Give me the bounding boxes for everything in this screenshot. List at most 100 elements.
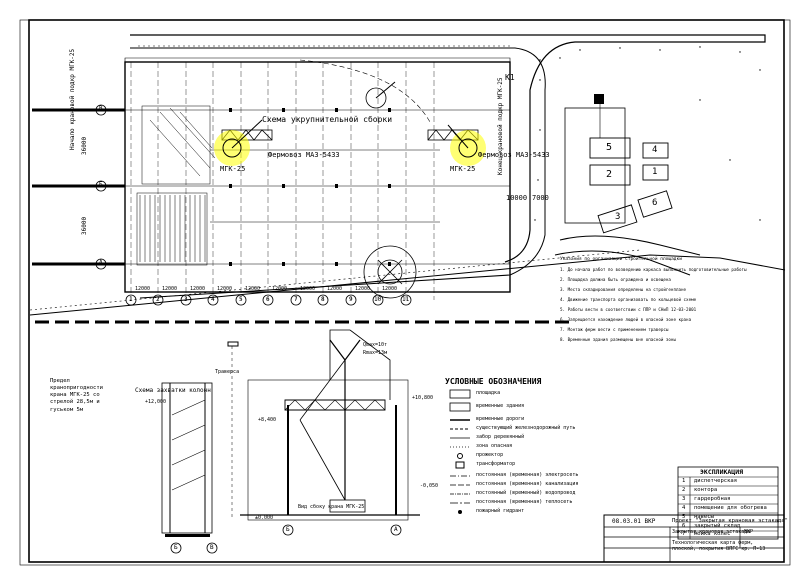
axis-letter-a: А: [99, 259, 103, 266]
truck-label-2: Фермовоз МАЗ-5433: [478, 151, 550, 159]
legend-item: забор деревянный: [476, 434, 525, 440]
crane-path-left: Начало крановой подкр МГК-25: [69, 48, 76, 150]
legend-item: временные здания: [476, 403, 525, 409]
explication-table: [677, 466, 779, 540]
explication-name: мойка колес: [694, 531, 731, 537]
bay-dim: 12000: [217, 286, 233, 292]
column-frame-section: [161, 382, 218, 554]
notes-line: 6. Запрещается нахождение людей в опасно…: [560, 317, 692, 322]
legend-item: временные дороги: [476, 416, 525, 422]
section-axis-b: Б: [286, 526, 290, 533]
crane-caption: Вид сбоку крана МГК-25: [298, 504, 365, 510]
section-axis-a: А: [394, 526, 398, 533]
elev-3: ±0.000: [255, 515, 274, 521]
explication-n: 5: [682, 514, 686, 520]
explication-n: 6: [682, 523, 686, 529]
frame-title: Схема захватки колонн: [135, 387, 211, 394]
legend-item: прожектор: [476, 452, 504, 458]
elev-2: +10,800: [412, 395, 434, 401]
notes-line: 1. До начала работ по возведению каркаса…: [560, 267, 747, 272]
bay-dim: 12000: [272, 286, 288, 292]
crane-positions: [214, 59, 486, 299]
explication-n: 2: [682, 487, 686, 493]
axis-number: 10: [374, 296, 382, 303]
page-frame: [19, 19, 791, 566]
crane-label-2: МГК-25: [450, 165, 476, 173]
notes-line: 2. Площадка должна быть ограждена и осве…: [560, 277, 671, 282]
crane-note-2: Rmax=13м: [363, 350, 388, 356]
elev-1: +12,000: [145, 399, 167, 405]
explication-n: 4: [682, 505, 686, 511]
explication-n: 3: [682, 496, 686, 502]
temporary-road: [29, 34, 786, 316]
axis-number: 5: [239, 296, 243, 303]
explication-name: контора: [694, 487, 718, 493]
bay-dim: 12000: [135, 286, 151, 292]
dim-left: 36000: [81, 216, 88, 235]
explication-name: гардеробная: [694, 496, 731, 502]
site-stipple: [534, 46, 761, 221]
sling-label: Траверса: [215, 369, 240, 375]
explication-n: 7: [682, 531, 686, 537]
crane-outline-top-left: [227, 341, 239, 520]
notes-line: 8. Временные здания размещены вне опасно…: [560, 337, 676, 342]
left-axis-v: В: [210, 544, 214, 551]
axis-bubbles-bottom: [125, 294, 412, 306]
building-1: 1: [652, 167, 658, 177]
legend-item: площадка: [476, 390, 501, 396]
axis-number: 6: [266, 296, 270, 303]
notes-heading: Указания по организации строительной пло…: [560, 257, 682, 262]
crane-path-right: Конец крановой подкр МГК-25: [497, 77, 504, 175]
bay-dim: 12000: [382, 286, 398, 292]
title-stage: ВКР: [744, 529, 754, 535]
crane-note-1: Qmax=10т: [363, 342, 388, 348]
legend-swatches: [449, 389, 471, 514]
axis-number: 1: [129, 296, 133, 303]
building-4: 4: [652, 145, 658, 155]
legend-item: постоянный (временный) водопровод: [476, 490, 576, 496]
left-note: Предел кранопригодности крана МГК-25 со …: [50, 378, 103, 413]
legend-item: зона опасная: [476, 443, 513, 449]
truss-erection-section: [240, 329, 420, 536]
axis-letter-b: Б: [99, 181, 103, 188]
assembly-note: Схема укрупнительной сборки: [262, 115, 393, 124]
bay-dim: 12000: [327, 286, 343, 292]
bay-dim: 12000: [190, 286, 206, 292]
axis-number: 4: [211, 296, 215, 303]
notes-line: 4. Движение транспорта организовать по к…: [560, 297, 697, 302]
k1-label: К1: [505, 73, 515, 82]
legend-item: постоянная (временная) канализация: [476, 481, 579, 487]
bay-dim: 12000: [162, 286, 178, 292]
building-3: 3: [615, 212, 621, 222]
title-code: 08.03.01 ВКР: [612, 518, 656, 525]
axis-bubbles-left: [95, 104, 107, 270]
explication-n: 1: [682, 478, 686, 484]
explication-title: ЭКСПЛИКАЦИЯ: [700, 468, 744, 476]
bay-dim: 12000: [245, 286, 261, 292]
elev-5: +8,400: [258, 417, 277, 423]
dim-top: 36000: [81, 136, 88, 155]
crane-label-1: МГК-25: [220, 165, 246, 173]
building-6: 6: [652, 198, 658, 208]
notes-line: 3. Места складирования определены на стр…: [560, 287, 687, 292]
axis-number: 9: [349, 296, 353, 303]
axis-letter-v: В: [99, 105, 103, 112]
bay-dim: 12000: [355, 286, 371, 292]
building-5: 5: [606, 142, 613, 153]
axis-number: 2: [156, 296, 160, 303]
truck-label-1: Фермовоз МАЗ-5433: [268, 151, 340, 159]
elev-4: -0,050: [420, 483, 439, 489]
notes-line: 7. Монтаж ферм вести с применением траве…: [560, 327, 669, 332]
legend-item: существующий железнодорожный путь: [476, 425, 576, 431]
legend-item: постоянная (временная) теплосеть: [476, 499, 573, 505]
explication-name: навесы: [694, 514, 714, 520]
title-building: Закрытая крановая эстакада: [672, 529, 751, 535]
title-block: [603, 514, 785, 563]
railway-tracks: [32, 108, 570, 324]
notes-line: 5. Работы вести в соответствии с ППР и С…: [560, 307, 697, 312]
legend-item: постоянная (временная) электросеть: [476, 472, 579, 478]
axis-number: 3: [184, 296, 188, 303]
dim-right-2: 7000: [532, 194, 549, 202]
title-project: Проект "Закрытая крановая эстакада": [672, 518, 788, 524]
